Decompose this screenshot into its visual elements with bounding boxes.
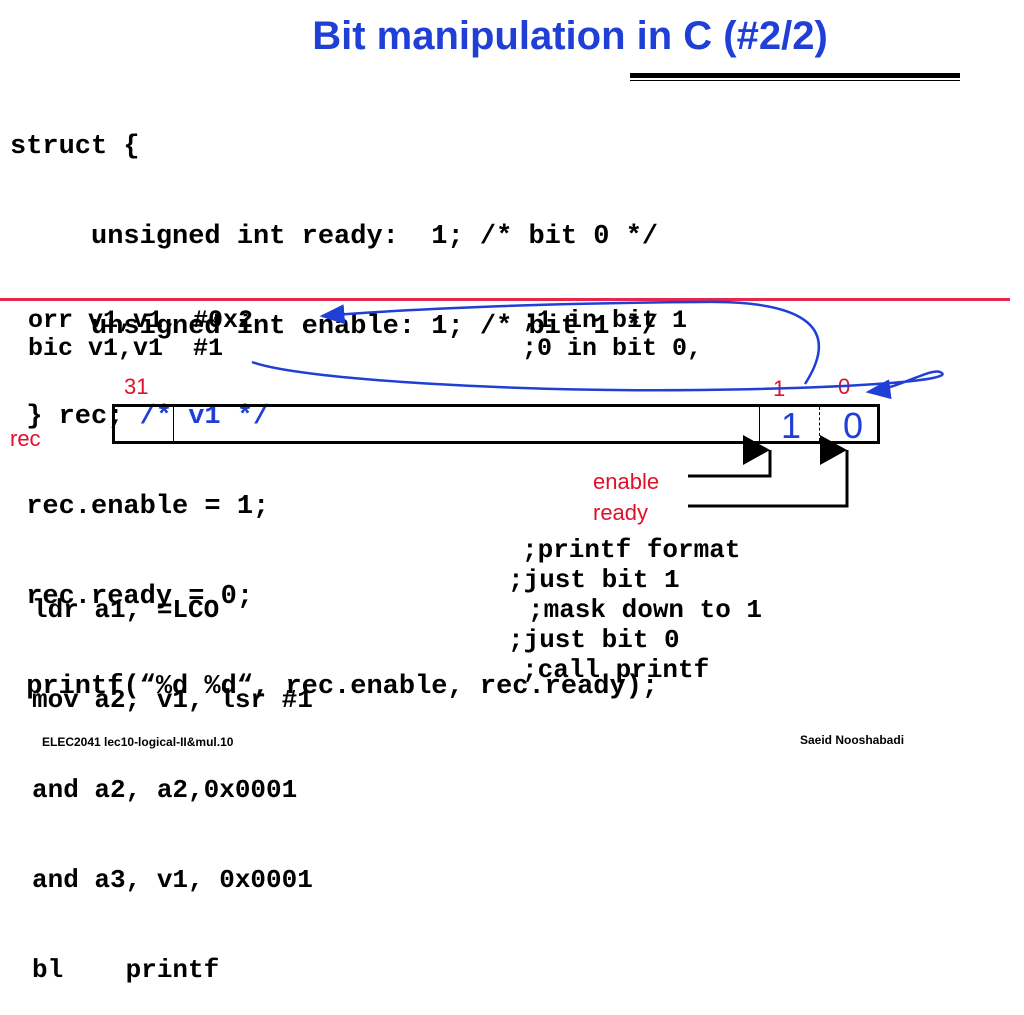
register-cell-divider (759, 407, 760, 441)
asm-line-5: bl printf (32, 955, 220, 985)
c-code-line-2: unsigned int ready: 1; /* bit 0 */ (10, 222, 659, 252)
ready-field-label: ready (593, 500, 649, 525)
asm-line-3: and a2, a2,0x0001 (32, 775, 298, 805)
asm-line-1: ldr a1, =LCO (32, 595, 220, 625)
asm-comment-1: ;printf format (522, 535, 741, 565)
asm-comment-4: ;just bit 0 (508, 625, 680, 655)
section-divider (0, 298, 1010, 301)
asm-comment-2: ;just bit 1 (508, 565, 680, 595)
orr-to-bit1-arrow (319, 300, 821, 385)
asm-orr-line: orr v1,v1, #0x2 (28, 306, 254, 335)
register-name-label: rec (10, 426, 41, 451)
title-rule-thick (630, 73, 960, 78)
bit-0-value: 0 (843, 405, 864, 446)
register-cell-divider (173, 407, 174, 441)
asm-bic-comment: ;0 in bit 0, (522, 334, 703, 363)
asm-orr-comment: ;1 in bit 1 (522, 306, 688, 335)
register-cell-divider (819, 407, 820, 441)
c-code-line-3: unsigned int enable: 1; /* bit 1 */ (10, 312, 659, 342)
slide-title: Bit manipulation in C (#2/2) (312, 14, 828, 58)
enable-field-label: enable (593, 469, 660, 494)
asm-comment-3: ;mask down to 1 (528, 595, 763, 625)
c-code-line-6: rec.ready = 0; (10, 582, 254, 612)
arrows-overlay (251, 300, 944, 508)
c-code-line-1: struct { (10, 132, 140, 162)
footer-author: Saeid Nooshabadi (800, 733, 905, 747)
asm-line-4: and a3, v1, 0x0001 (32, 865, 313, 895)
c-code-line-7: printf(“%d %d“, rec.enable, rec.ready); (10, 672, 659, 702)
enable-arrow (688, 435, 772, 478)
c-code-v1-comment: /* v1 */ (139, 402, 270, 432)
asm-line-2: mov a2, v1, lsr #1 (32, 685, 313, 715)
bit-1-value: 1 (781, 405, 802, 446)
asm-bottom-code: ldr a1, =LCO mov a2, v1, lsr #1 and a2, … (32, 535, 313, 1015)
asm-comment-5: ;call printf (522, 655, 710, 685)
c-code-block: struct { unsigned int ready: 1; /* bit 0… (10, 72, 658, 732)
bic-to-bit0-arrow (251, 360, 944, 400)
asm-bic-line: bic v1,v1 #1 (28, 334, 224, 363)
c-code-line-5: rec.enable = 1; (10, 492, 270, 522)
title-rule-thin (630, 80, 960, 81)
ready-arrow (688, 435, 849, 508)
register-box: 1 0 (112, 404, 880, 446)
bit-31-label: 31 (124, 374, 149, 399)
footer-course-label: ELEC2041 lec10-logical-II&mul.10 (42, 735, 234, 749)
